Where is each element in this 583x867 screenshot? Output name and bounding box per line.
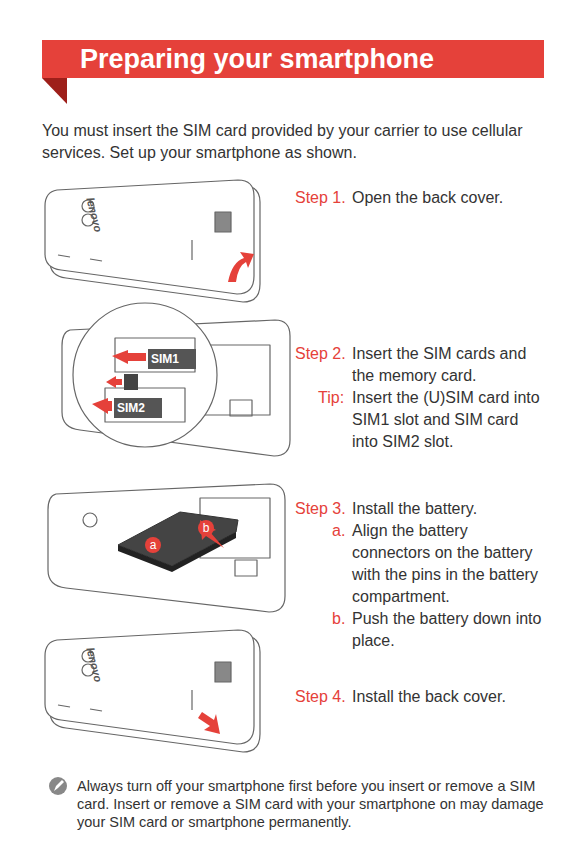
step-number: Step 1. (295, 187, 346, 209)
open-arrow (228, 252, 254, 282)
tip-text: Insert the (U)SIM card into SIM1 slot an… (352, 387, 547, 453)
sub-step-text: Push the battery down into place. (352, 608, 547, 652)
sim-label: SIM2 (117, 401, 145, 415)
step-number: Step 4. (295, 686, 346, 708)
step-text: Install the back cover. (352, 686, 547, 708)
header-band (42, 40, 544, 78)
page-title: Preparing your smartphone (80, 42, 434, 76)
sub-step-text: Align the battery connectors on the batt… (352, 520, 547, 608)
close-arrow (198, 712, 220, 734)
step-number: Step 2. (295, 343, 346, 365)
sim-label: SIM1 (151, 352, 179, 366)
tip-label: Tip: (318, 387, 344, 409)
intro-text: You must insert the SIM card provided by… (42, 120, 542, 164)
note-icon (49, 777, 67, 795)
step-text: Open the back cover. (352, 187, 547, 209)
step-number: Step 3. (295, 498, 346, 520)
battery (118, 512, 238, 572)
sub-step-letter: b. (332, 608, 345, 630)
step-text: Install the battery. (352, 498, 547, 520)
step-text: Insert the SIM cards and the memory card… (352, 343, 547, 387)
callout-letter: a (146, 538, 160, 552)
phone-step1 (45, 180, 260, 302)
phone-step3 (48, 484, 285, 612)
sub-step-letter: a. (332, 520, 345, 542)
phone-step2 (62, 303, 290, 456)
note-text: Always turn off your smartphone first be… (77, 777, 547, 831)
header-fold (42, 78, 67, 104)
sim-cards (92, 349, 196, 418)
note-pencil (54, 780, 64, 791)
phone-step4 (45, 630, 260, 752)
callout-letter: b (199, 521, 213, 535)
